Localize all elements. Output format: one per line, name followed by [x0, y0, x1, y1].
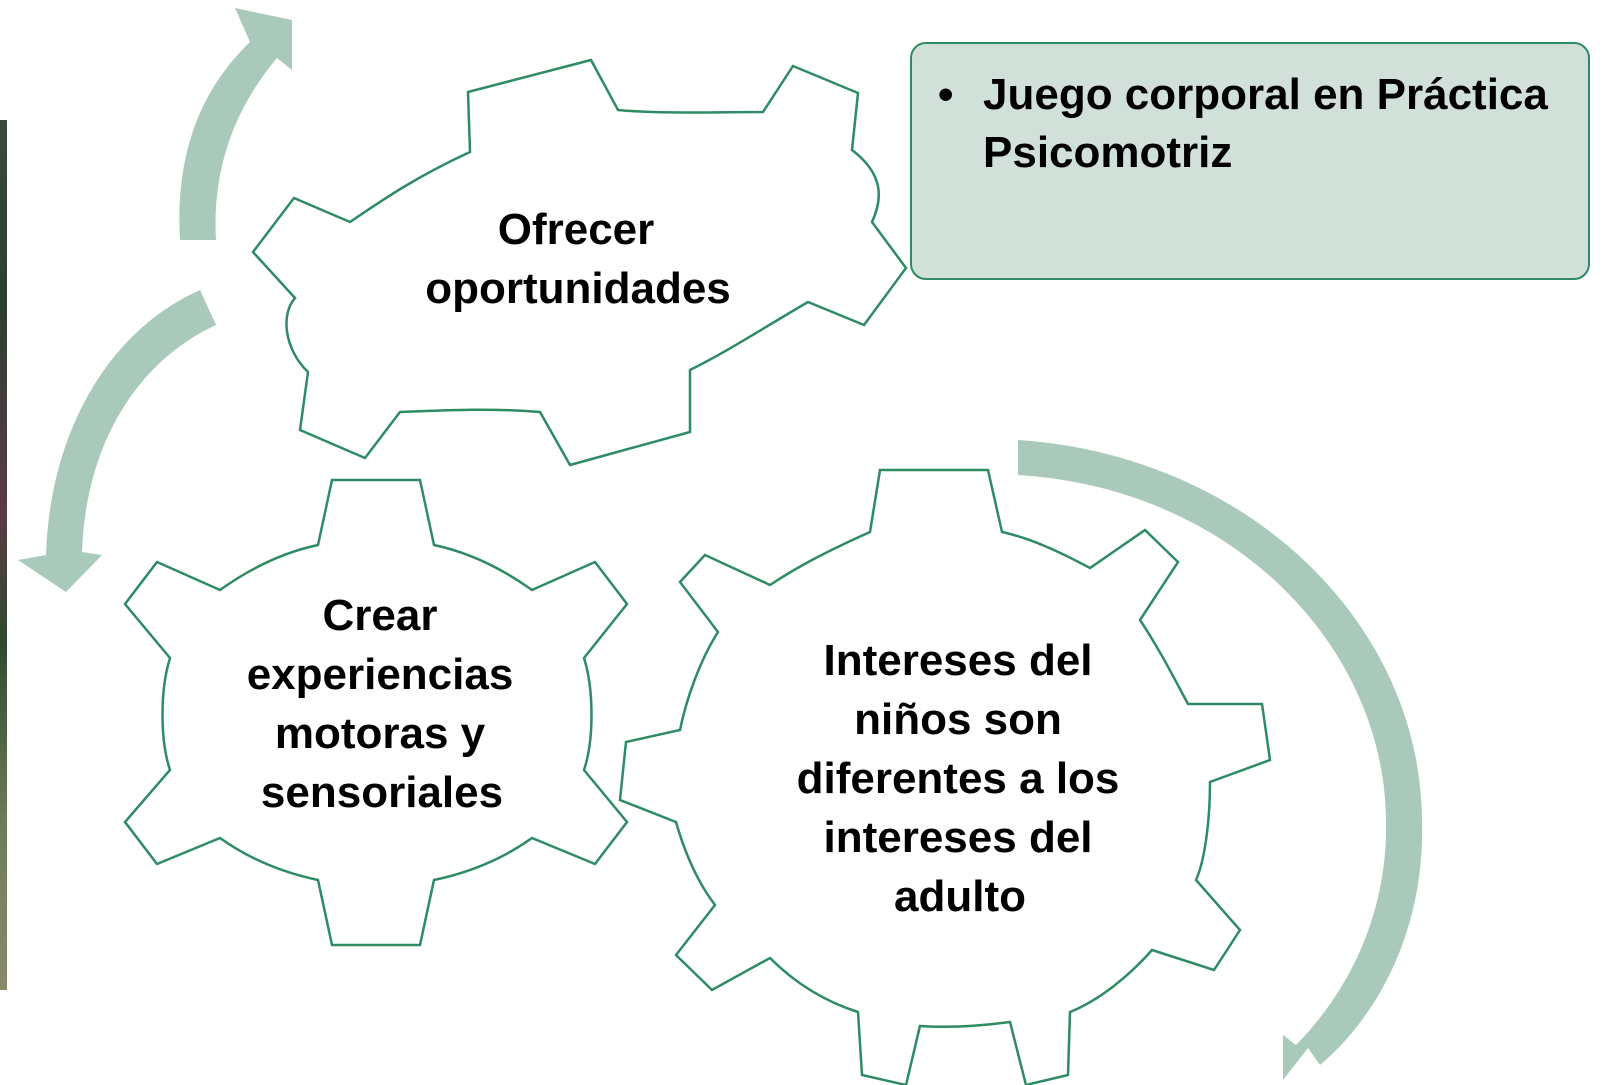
gear-right-line: diferentes a los: [797, 754, 1120, 803]
gear-right-line: Intereses del: [823, 636, 1092, 685]
gear-right-line: intereses del: [823, 813, 1092, 862]
gear-right-label: Intereses del niños son diferentes a los…: [797, 636, 1124, 921]
gear-top-line: oportunidades: [425, 264, 731, 313]
curved-arrow-down-right-icon: [1018, 440, 1423, 1080]
callout-item-text: Juego corporal en Práctica Psicomotriz: [983, 70, 1548, 177]
curved-arrow-down-icon: [18, 290, 216, 592]
gear-top-line: Ofrecer: [498, 205, 655, 254]
gear-right-line: niños son: [854, 695, 1062, 744]
bullet-icon: •: [938, 70, 954, 119]
gear-left-line: sensoriales: [261, 768, 503, 817]
gear-left-line: Crear: [323, 591, 438, 640]
gear-right-line: adulto: [894, 872, 1026, 921]
callout-list-item: • Juego corporal en Práctica Psicomotriz: [938, 66, 1568, 182]
curved-arrow-up-icon: [179, 8, 292, 240]
gear-left-label: Crear experiencias motoras y sensoriales: [247, 591, 518, 817]
callout-box: • Juego corporal en Práctica Psicomotriz: [910, 42, 1590, 280]
edge-photo-strip: [0, 120, 7, 990]
callout-list: • Juego corporal en Práctica Psicomotriz: [938, 66, 1568, 182]
gear-top-shape: [251, 58, 908, 467]
gear-left-line: experiencias: [247, 650, 514, 699]
gear-left-line: motoras y: [275, 709, 486, 758]
gear-top-label: Ofrecer oportunidades: [425, 205, 731, 313]
gear-left-shape: [123, 478, 629, 947]
gear-right-shape: [618, 468, 1272, 1085]
